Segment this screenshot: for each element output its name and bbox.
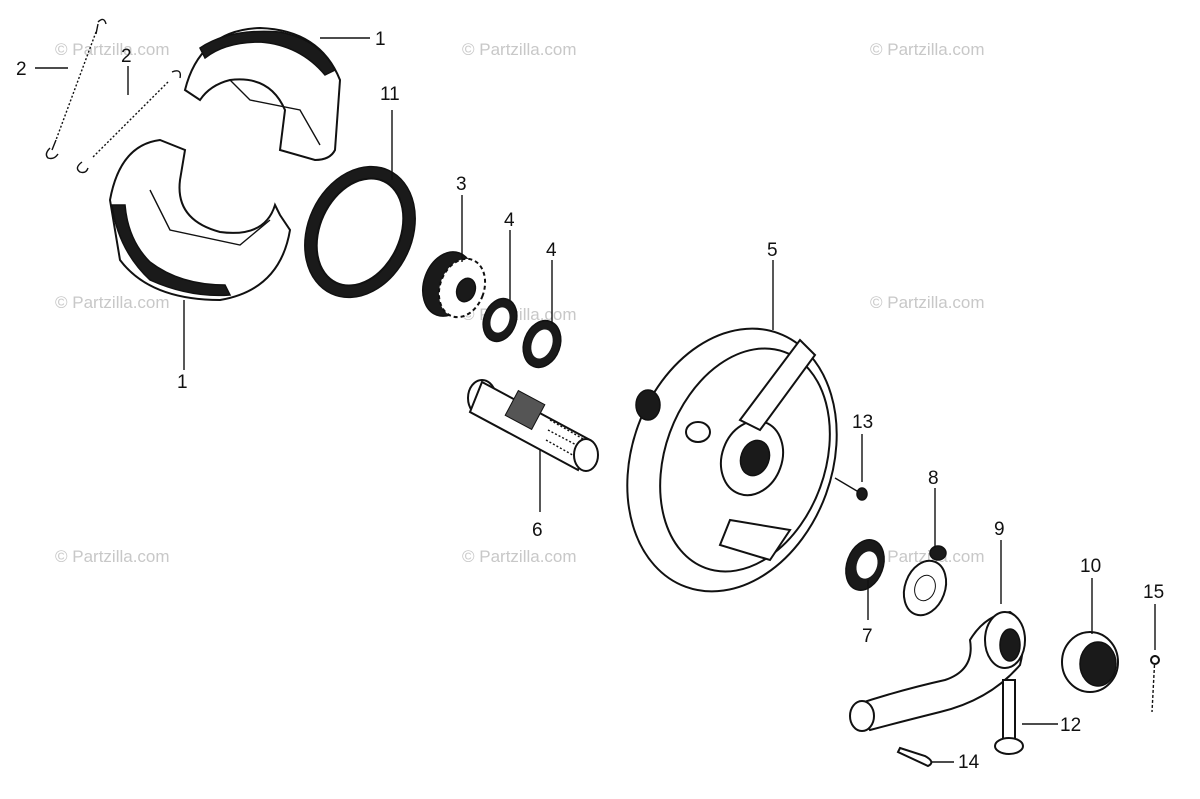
brake-panel	[626, 327, 838, 593]
callout-14: 14	[958, 752, 980, 773]
callout-13: 13	[852, 412, 873, 433]
callout-12: 12	[1060, 715, 1081, 736]
callout-2-left: 2	[16, 59, 27, 80]
watermark: © Partzilla.com	[462, 305, 577, 324]
felt-seal	[902, 545, 948, 617]
washer-b	[522, 319, 562, 369]
spring-left	[45, 18, 107, 160]
washer-a	[482, 297, 518, 343]
indicator-plate	[845, 539, 885, 591]
watermark: © Partzilla.com	[870, 40, 985, 59]
watermark: © Partzilla.com	[55, 293, 170, 312]
callout-8: 8	[928, 468, 939, 489]
spring-right	[76, 70, 182, 174]
callout-7: 7	[862, 626, 873, 647]
screw	[834, 477, 868, 501]
nut	[1061, 631, 1119, 693]
cotter-pin-small	[896, 746, 933, 768]
cam-shaft	[467, 379, 599, 472]
callout-9: 9	[994, 519, 1005, 540]
watermark: © Partzilla.com	[462, 547, 577, 566]
callout-2-right: 2	[121, 46, 132, 67]
brake-arm	[849, 610, 1026, 732]
cotter-pin	[1150, 654, 1160, 713]
callout-15: 15	[1143, 582, 1164, 603]
callout-1-bottom: 1	[177, 372, 188, 393]
callout-6: 6	[532, 520, 543, 541]
brake-shoe-bottom	[108, 138, 292, 302]
watermark: © Partzilla.com	[870, 547, 985, 566]
leader-lines	[35, 37, 1156, 763]
gear	[422, 251, 487, 319]
callout-1-top: 1	[375, 29, 386, 50]
watermark: © Partzilla.com	[462, 40, 577, 59]
callout-5: 5	[767, 240, 778, 261]
callout-4-a: 4	[504, 210, 515, 231]
dust-seal	[304, 165, 416, 299]
watermark: © Partzilla.com	[55, 40, 170, 59]
watermark: © Partzilla.com	[870, 293, 985, 312]
arm-bolt	[994, 679, 1024, 755]
callout-4-b: 4	[546, 240, 557, 261]
callout-10: 10	[1080, 556, 1101, 577]
callout-3: 3	[456, 174, 467, 195]
watermark: © Partzilla.com	[55, 547, 170, 566]
brake-shoe-top	[183, 26, 342, 162]
callout-11: 11	[380, 84, 400, 105]
